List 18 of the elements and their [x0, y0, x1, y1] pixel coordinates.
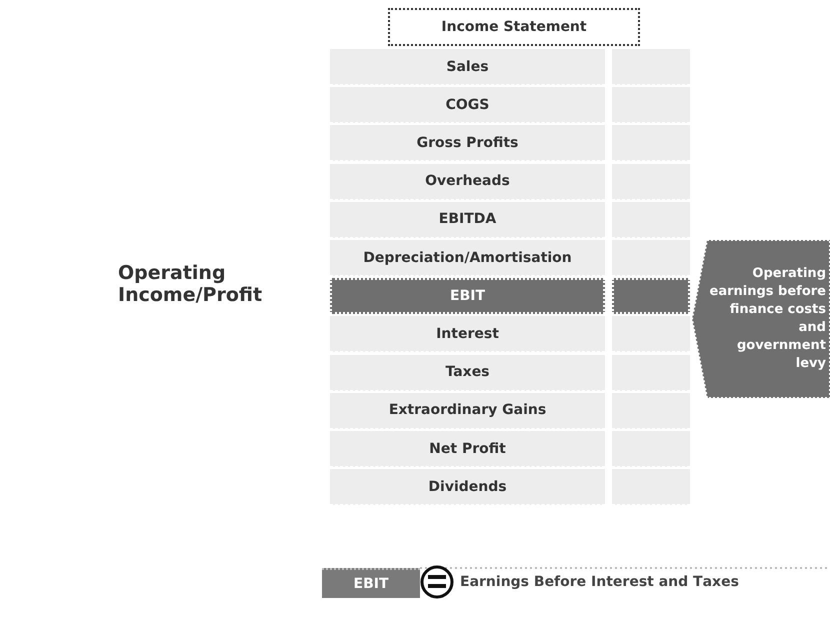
side-label: Operating Income/Profit: [118, 262, 264, 306]
table-row: Dividends: [330, 469, 605, 506]
table-row: Depreciation/Amortisation: [330, 240, 605, 276]
highlighted-row: EBIT: [330, 278, 605, 314]
callout-arrow: Operating earnings before finance costs and government levy: [691, 238, 830, 400]
table-row: Interest: [330, 316, 605, 352]
term-box: EBIT: [322, 568, 420, 598]
definition-text: Earnings Before Interest and Taxes: [460, 574, 739, 590]
table-row: Extraordinary Gains: [330, 392, 605, 429]
table-row: Gross Profits: [330, 125, 605, 162]
table-row: EBITDA: [330, 202, 605, 238]
table-row: Sales: [330, 49, 605, 85]
header-box: Income Statement: [388, 8, 640, 46]
table-row: Overheads: [330, 164, 605, 200]
table-row: Taxes: [330, 354, 605, 391]
table-row: COGS: [330, 87, 605, 124]
table-row: Net Profit: [330, 431, 605, 467]
highlighted-cell: [612, 278, 690, 314]
